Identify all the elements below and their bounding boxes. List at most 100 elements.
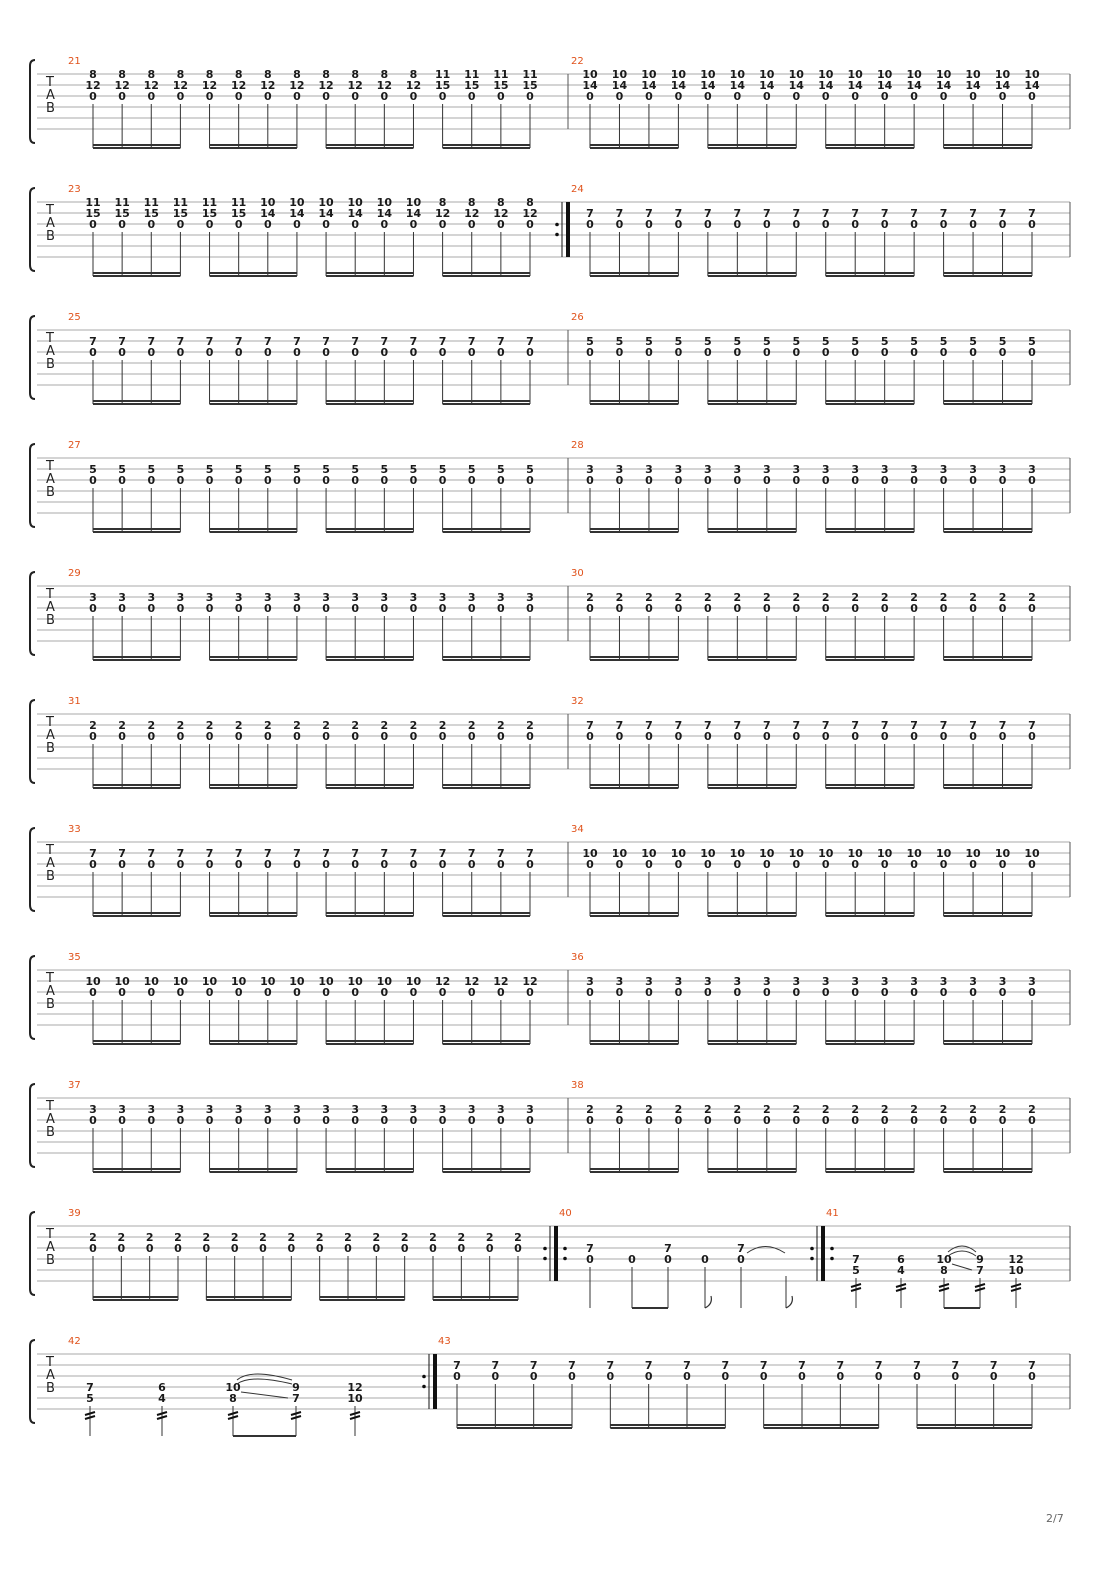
fret-number: 10 — [406, 975, 422, 988]
fret-number: 0 — [439, 986, 447, 999]
fret-number: 2 — [206, 719, 214, 732]
fret-number: 14 — [995, 79, 1011, 92]
fret-number: 0 — [235, 474, 243, 487]
fret-number: 0 — [999, 90, 1007, 103]
fret-number: 10 — [995, 847, 1011, 860]
fret-number: 0 — [969, 218, 977, 231]
fret-number: 12 — [522, 975, 537, 988]
slur-arc — [236, 1378, 293, 1385]
tremolo-mark — [290, 1411, 302, 1420]
fret-number: 3 — [792, 463, 800, 476]
fret-number: 0 — [118, 602, 126, 615]
fret-number: 10 — [730, 68, 746, 81]
repeat-dot — [555, 222, 559, 227]
fret-number: 14 — [848, 79, 864, 92]
fret-number: 0 — [410, 346, 418, 359]
fret-number: 10 — [848, 68, 864, 81]
fret-number: 0 — [881, 90, 889, 103]
fret-number: 14 — [406, 207, 422, 220]
fret-number: 0 — [734, 858, 742, 871]
fret-number: 14 — [818, 79, 834, 92]
fret-number: 0 — [969, 90, 977, 103]
fret-number: 0 — [952, 1370, 960, 1383]
fret-number: 0 — [514, 1242, 522, 1255]
fret-number: 10 — [818, 847, 834, 860]
fret-number: 0 — [497, 1114, 505, 1127]
fret-number: 14 — [289, 207, 305, 220]
fret-number: 14 — [877, 79, 893, 92]
tab-clef-letter: A — [46, 1240, 55, 1255]
fret-number: 11 — [114, 196, 129, 209]
fret-number: 11 — [85, 196, 100, 209]
fret-number: 0 — [999, 474, 1007, 487]
fret-number: 2 — [645, 591, 653, 604]
repeat-thick-bar — [566, 202, 570, 257]
fret-number: 7 — [792, 207, 800, 220]
fret-number: 10 — [347, 1392, 363, 1405]
fret-number: 0 — [468, 858, 476, 871]
fret-number: 0 — [683, 1370, 691, 1383]
fret-number: 0 — [822, 90, 830, 103]
fret-number: 2 — [439, 719, 447, 732]
fret-number: 5 — [86, 1392, 94, 1405]
fret-number: 0 — [999, 858, 1007, 871]
fret-number: 0 — [235, 730, 243, 743]
fret-number: 7 — [910, 719, 918, 732]
fret-number: 2 — [322, 719, 330, 732]
fret-number: 0 — [497, 602, 505, 615]
fret-number: 15 — [202, 207, 217, 220]
fret-number: 7 — [851, 719, 859, 732]
fret-number: 0 — [645, 218, 653, 231]
tab-clef-letter: T — [45, 971, 54, 986]
fret-number: 0 — [763, 1114, 771, 1127]
fret-number: 0 — [1028, 1114, 1036, 1127]
fret-number: 7 — [852, 1253, 860, 1266]
fret-number: 0 — [881, 474, 889, 487]
fret-number: 0 — [675, 730, 683, 743]
fret-number: 0 — [616, 218, 624, 231]
fret-number: 0 — [734, 218, 742, 231]
fret-number: 0 — [373, 1242, 381, 1255]
fret-number: 0 — [468, 474, 476, 487]
fret-number: 2 — [146, 1231, 154, 1244]
fret-number: 2 — [381, 719, 389, 732]
fret-number: 7 — [439, 847, 447, 860]
measure-number: 30 — [571, 568, 584, 579]
fret-number: 3 — [118, 591, 126, 604]
fret-number: 0 — [586, 218, 594, 231]
fret-number: 7 — [147, 847, 155, 860]
fret-number: 0 — [206, 730, 214, 743]
fret-number: 0 — [586, 730, 594, 743]
repeat-thick-bar — [821, 1226, 825, 1281]
fret-number: 7 — [675, 207, 683, 220]
fret-number: 0 — [89, 1242, 97, 1255]
fret-number: 3 — [999, 975, 1007, 988]
fret-number: 0 — [851, 730, 859, 743]
fret-number: 0 — [822, 1114, 830, 1127]
fret-number: 0 — [439, 730, 447, 743]
fret-number: 3 — [177, 591, 185, 604]
fret-number: 0 — [792, 602, 800, 615]
fret-number: 10 — [759, 68, 775, 81]
tab-system: TAB2181208120812081208120812081208120812… — [29, 56, 1071, 149]
fret-number: 0 — [89, 346, 97, 359]
tab-clef-letter: B — [46, 357, 55, 372]
fret-number: 0 — [264, 602, 272, 615]
fret-number: 3 — [410, 1103, 418, 1116]
fret-number: 0 — [763, 90, 771, 103]
fret-number: 2 — [645, 1103, 653, 1116]
fret-number: 7 — [177, 335, 185, 348]
fret-number: 7 — [734, 719, 742, 732]
fret-number: 0 — [969, 858, 977, 871]
fret-number: 3 — [264, 591, 272, 604]
fret-number: 12 — [435, 975, 450, 988]
tab-clef-letter: T — [45, 1227, 54, 1242]
fret-number: 0 — [264, 730, 272, 743]
fret-number: 2 — [1028, 591, 1036, 604]
fret-number: 3 — [851, 463, 859, 476]
fret-number: 7 — [734, 207, 742, 220]
fret-number: 0 — [344, 1242, 352, 1255]
tremolo-mark — [974, 1283, 986, 1292]
fret-number: 12 — [260, 79, 275, 92]
tab-system: TAB2750505050505050505050505050505050283… — [29, 440, 1071, 533]
